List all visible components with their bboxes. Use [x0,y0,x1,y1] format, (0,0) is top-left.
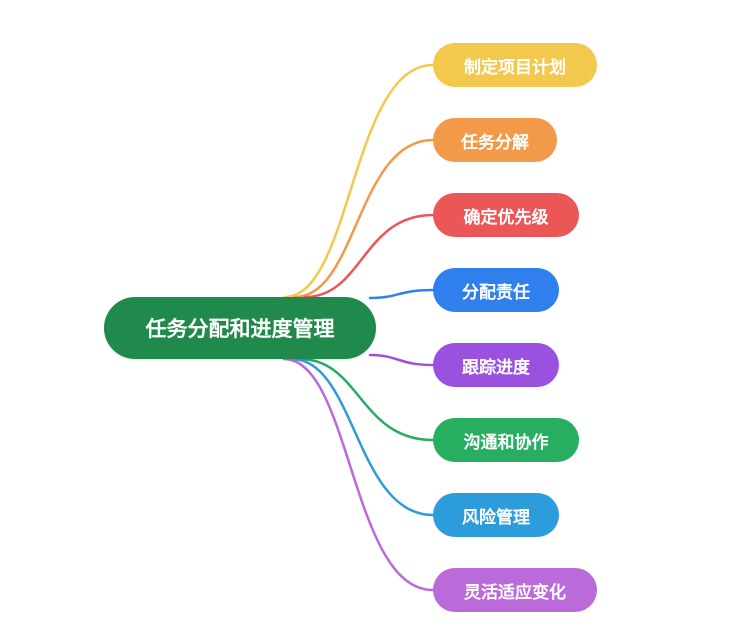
branch-connector [368,353,435,367]
branch-node[interactable]: 灵活适应变化 [433,568,597,612]
branch-connector [282,357,435,592]
branch-node-label: 风险管理 [462,507,530,528]
branch-node-label: 制定项目计划 [464,57,566,78]
branch-connector [303,213,435,299]
branch-node[interactable]: 跟踪进度 [433,343,559,387]
branch-node-label: 灵活适应变化 [464,582,566,603]
branch-node-label: 沟通和协作 [463,432,549,453]
branch-connector [298,357,435,442]
branch-node[interactable]: 分配责任 [433,268,559,312]
branch-node-label: 跟踪进度 [462,357,530,378]
branch-connector [283,63,435,299]
branch-node-label: 任务分解 [461,132,529,153]
branch-connector [290,357,435,517]
branch-connector [368,288,435,300]
branch-node[interactable]: 风险管理 [433,493,559,537]
branch-node[interactable]: 任务分解 [433,118,557,162]
branch-node[interactable]: 确定优先级 [433,193,579,237]
branch-node-label: 分配责任 [462,282,530,303]
branch-node-label: 确定优先级 [463,207,549,228]
branch-connector [293,138,435,299]
root-node[interactable]: 任务分配和进度管理 [104,297,376,359]
root-node-label: 任务分配和进度管理 [145,317,335,341]
branch-node[interactable]: 沟通和协作 [433,418,579,462]
branch-node[interactable]: 制定项目计划 [433,43,597,87]
